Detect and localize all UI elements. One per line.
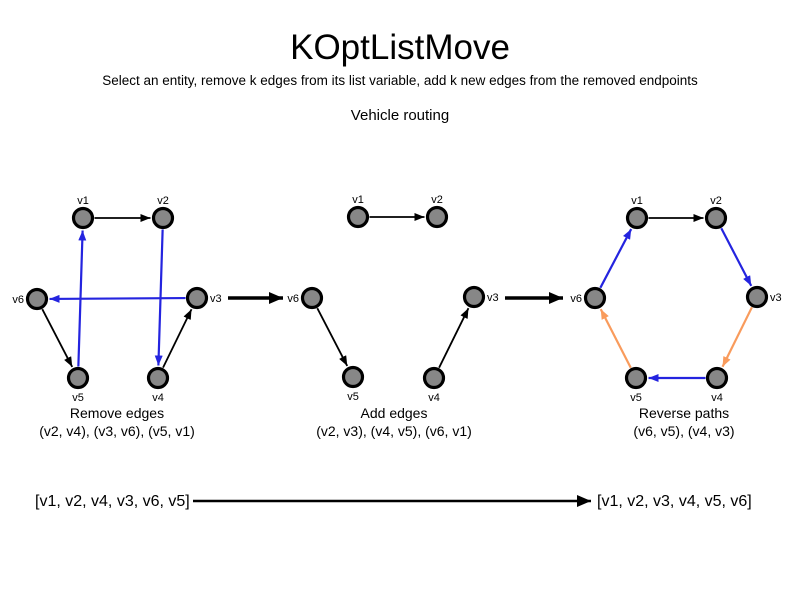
page-subtitle: Select an entity, remove k edges from it… <box>102 73 698 88</box>
edge-v6-v1 <box>599 228 633 289</box>
caption-add-edges-detail: (v2, v3), (v4, v5), (v6, v1) <box>316 423 472 439</box>
node-v3 <box>185 286 209 310</box>
node-v1 <box>346 205 370 229</box>
node-label-v2: v2 <box>431 194 443 206</box>
edge-v2-v3 <box>720 227 753 287</box>
caption-remove-edges-title: Remove edges <box>70 405 164 421</box>
node-v4 <box>705 366 729 390</box>
node-v4 <box>146 366 170 390</box>
node-v2 <box>151 206 175 230</box>
node-v3 <box>462 285 486 309</box>
edge-v3-v4 <box>721 306 753 368</box>
node-label-v6: v6 <box>570 293 582 305</box>
edge-v4-v3 <box>438 307 470 369</box>
remove-edges-graph: v1 v2 v3 v4 v5 v6 <box>12 195 221 404</box>
node-label-v6: v6 <box>287 293 299 305</box>
node-v1 <box>71 206 95 230</box>
reverse-paths-graph: v1 v2 v3 v4 v5 v6 <box>570 195 781 404</box>
page-title: KOptListMove <box>290 28 510 67</box>
node-label-v5: v5 <box>630 392 642 404</box>
edge-v6-v5 <box>316 307 349 367</box>
node-label-v3: v3 <box>210 293 222 305</box>
node-v1 <box>625 206 649 230</box>
node-label-v4: v4 <box>152 392 164 404</box>
caption-remove-edges-detail: (v2, v4), (v3, v6), (v5, v1) <box>39 423 195 439</box>
node-v6 <box>300 286 324 310</box>
node-label-v1: v1 <box>77 195 89 207</box>
edge-v4-v3 <box>162 308 193 369</box>
node-v3 <box>745 285 769 309</box>
node-v6 <box>25 287 49 311</box>
node-label-v5: v5 <box>72 392 84 404</box>
node-v4 <box>422 366 446 390</box>
node-v5 <box>341 365 365 389</box>
node-label-v2: v2 <box>157 195 169 207</box>
node-v6 <box>583 286 607 310</box>
list-after: [v1, v2, v3, v4, v5, v6] <box>597 493 752 510</box>
node-label-v1: v1 <box>631 195 643 207</box>
node-label-v1: v1 <box>352 194 364 206</box>
list-before: [v1, v2, v4, v3, v6, v5] <box>35 493 190 510</box>
node-label-v4: v4 <box>428 392 440 404</box>
node-label-v5: v5 <box>347 391 359 403</box>
edge-v3-v6 <box>49 294 186 303</box>
caption-reverse-paths-detail: (v6, v5), (v4, v3) <box>633 423 734 439</box>
node-label-v3: v3 <box>487 292 499 304</box>
node-v5 <box>624 366 648 390</box>
edge-v6-v5 <box>41 308 74 368</box>
caption-add-edges-title: Add edges <box>361 405 428 421</box>
caption-reverse-paths-title: Reverse paths <box>639 405 729 421</box>
node-v2 <box>425 205 449 229</box>
section-label: Vehicle routing <box>350 107 450 124</box>
add-edges-graph: v1 v2 v3 v4 v5 v6 <box>287 194 498 404</box>
node-label-v4: v4 <box>711 392 723 404</box>
node-v5 <box>66 366 90 390</box>
node-v2 <box>704 206 728 230</box>
node-label-v3: v3 <box>770 292 782 304</box>
node-label-v2: v2 <box>710 195 722 207</box>
node-label-v6: v6 <box>12 294 24 306</box>
edge-v5-v6 <box>599 308 632 369</box>
